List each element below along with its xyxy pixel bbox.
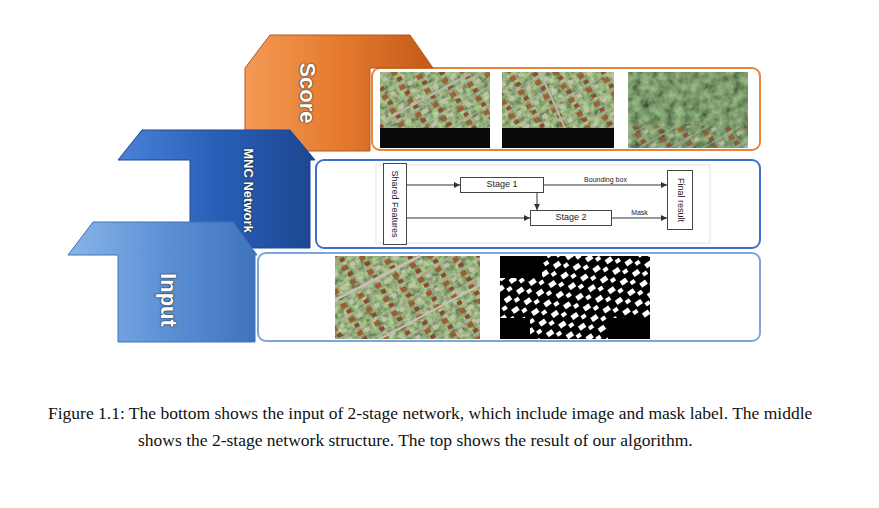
box-label: Final result: [675, 178, 685, 222]
result-image: [380, 72, 490, 148]
arrow-outline: [68, 222, 257, 342]
mask-buildings: [500, 256, 650, 339]
houses: [502, 72, 614, 128]
aerial-photo: [380, 72, 490, 148]
connector: [407, 217, 530, 218]
aerial-photo: [335, 256, 480, 339]
mask-label-image: [500, 256, 650, 339]
road: [385, 74, 470, 120]
box-label: Stage 2: [555, 213, 586, 223]
houses: [628, 126, 748, 148]
connector: [612, 217, 667, 218]
road: [540, 72, 565, 128]
input-panel: [258, 253, 760, 341]
aerial-photo: [502, 72, 614, 148]
connector: [537, 193, 538, 210]
houses: [335, 256, 480, 339]
box-label: Shared Features: [390, 170, 400, 237]
houses: [380, 72, 490, 128]
flowchart-ground: [376, 165, 710, 243]
result-image: [628, 72, 748, 148]
network-panel: [316, 160, 760, 248]
result-panel: [372, 68, 760, 150]
mask-ground: [500, 318, 530, 339]
road: [335, 256, 420, 300]
connector: [407, 184, 460, 185]
box-label: Stage 1: [486, 180, 517, 190]
connector: [544, 184, 667, 185]
stage-box: Stage 2: [530, 210, 612, 226]
arrow-label: Input: [157, 273, 179, 327]
arrow-label: MNC Network: [242, 148, 255, 233]
result-image: [502, 72, 614, 148]
input-arrow: Input: [68, 220, 258, 342]
edge-label: Mask: [630, 209, 649, 216]
arrow-label: Score: [296, 62, 318, 123]
stage-box: Stage 1: [460, 177, 544, 193]
input-image: [335, 256, 480, 339]
feature-box: Shared Features: [383, 163, 407, 244]
black-strip: [502, 128, 614, 148]
figure-caption: Figure 1.1: The bottom shows the input o…: [48, 400, 818, 454]
mask-ground: [500, 256, 542, 278]
black-strip: [380, 128, 490, 148]
road: [380, 285, 480, 339]
mask-ground: [500, 256, 650, 339]
mask-ground: [608, 318, 650, 339]
aerial-photo: [628, 72, 748, 148]
result-box: Final result: [667, 170, 693, 230]
edge-label: Bounding box: [583, 176, 628, 183]
